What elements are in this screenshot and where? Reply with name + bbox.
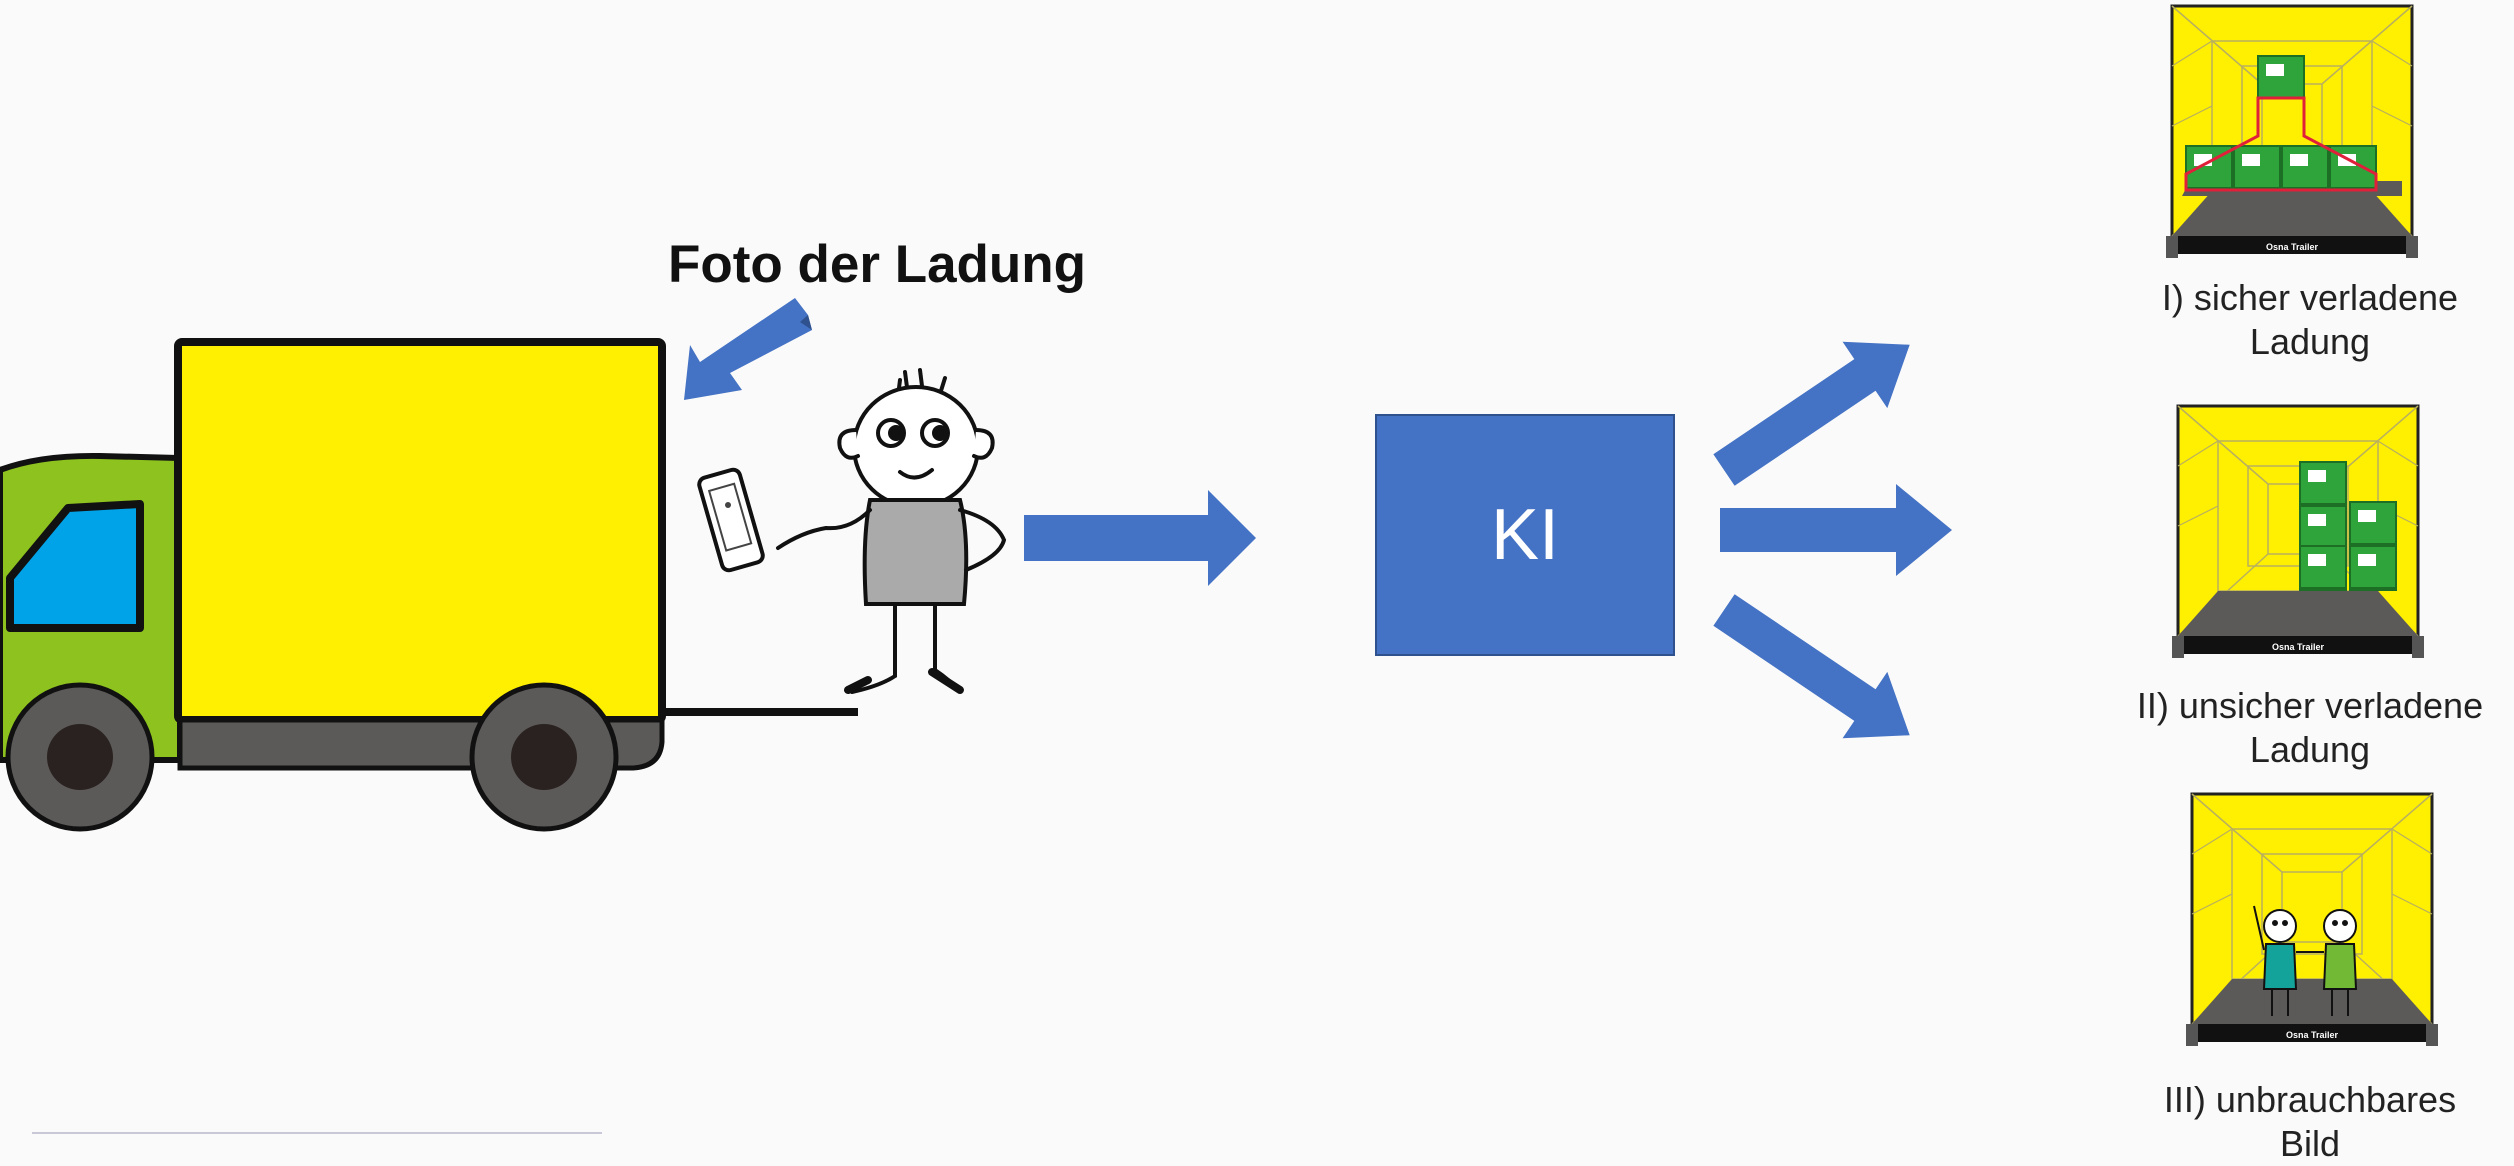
outcome-2-line2: Ladung [2249,729,2371,770]
outcome-2-line1: II) unsicher verladene [2136,685,2484,726]
trailer-secure-load-icon: Osna Trailer [2164,4,2420,260]
ki-box: KI [1375,414,1675,656]
outcome-caption-2: II) unsicher verladene Ladung [2128,684,2492,772]
outcome-caption-1: I) sicher verladene Ladung [2130,276,2490,364]
truck-wheel-front-icon [5,682,155,832]
trailer-unusable-image-icon: Osna Trailer [2184,792,2440,1048]
delivery-truck-icon [0,338,858,832]
svg-text:Osna Trailer: Osna Trailer [2266,242,2319,252]
outcome-1-line1: I) sicher verladene [2161,277,2459,318]
arrow-up-right-icon [1713,341,1910,486]
outcome-3-line1: III) unbrauchbares [2163,1079,2457,1120]
photo-label: Foto der Ladung [668,235,1087,294]
arrow-down-right-icon [1713,594,1910,739]
truck-cargo-box [174,338,666,724]
truck-window [6,500,144,632]
photo-arrow-icon [684,298,812,400]
outcome-1-line2: Ladung [2249,321,2371,362]
svg-text:Osna Trailer: Osna Trailer [2286,1030,2339,1040]
stick-figure-person-icon [776,368,1007,694]
truck-wheel-rear-icon [469,682,619,832]
ki-label: KI [1490,495,1560,575]
smartphone-icon [697,467,765,573]
output-arrows [1713,341,1952,739]
footnote-divider [32,1132,602,1134]
outcome-caption-3: III) unbrauchbares Bild [2130,1078,2490,1166]
arrow-right-icon [1720,484,1952,576]
svg-text:Osna Trailer: Osna Trailer [2272,642,2325,652]
trailer-unsecure-load-icon: Osna Trailer [2170,404,2426,660]
arrow-to-ki-icon [1024,490,1256,586]
outcome-3-line2: Bild [2279,1123,2341,1164]
